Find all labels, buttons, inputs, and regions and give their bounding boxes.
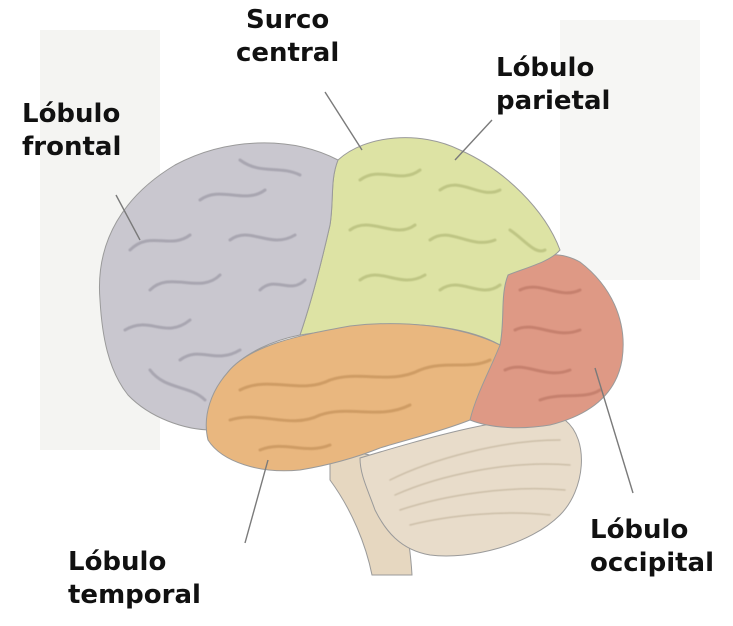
label-frontal-line-1: Lóbulo	[22, 98, 121, 131]
label-central-sulcus-line-1: Surco	[236, 4, 339, 37]
occipital-leader-line	[595, 368, 633, 493]
label-occipital-line-1: Lóbulo	[590, 514, 714, 547]
label-temporal-line-2: temporal	[68, 579, 201, 612]
label-occipital-line-2: occipital	[590, 547, 714, 580]
central-sulcus-leader-line	[325, 92, 362, 150]
label-central-sulcus: Surco central	[236, 4, 339, 70]
label-frontal-lobe: Lóbulo frontal	[22, 98, 121, 164]
label-parietal-lobe: Lóbulo parietal	[496, 52, 610, 118]
label-occipital-lobe: Lóbulo occipital	[590, 514, 714, 580]
label-temporal-line-1: Lóbulo	[68, 546, 201, 579]
label-temporal-lobe: Lóbulo temporal	[68, 546, 201, 612]
parietal-leader-line	[455, 120, 492, 160]
label-parietal-line-2: parietal	[496, 85, 610, 118]
temporal-leader-line	[245, 460, 268, 543]
label-central-sulcus-line-2: central	[236, 37, 339, 70]
label-parietal-line-1: Lóbulo	[496, 52, 610, 85]
label-frontal-line-2: frontal	[22, 131, 121, 164]
